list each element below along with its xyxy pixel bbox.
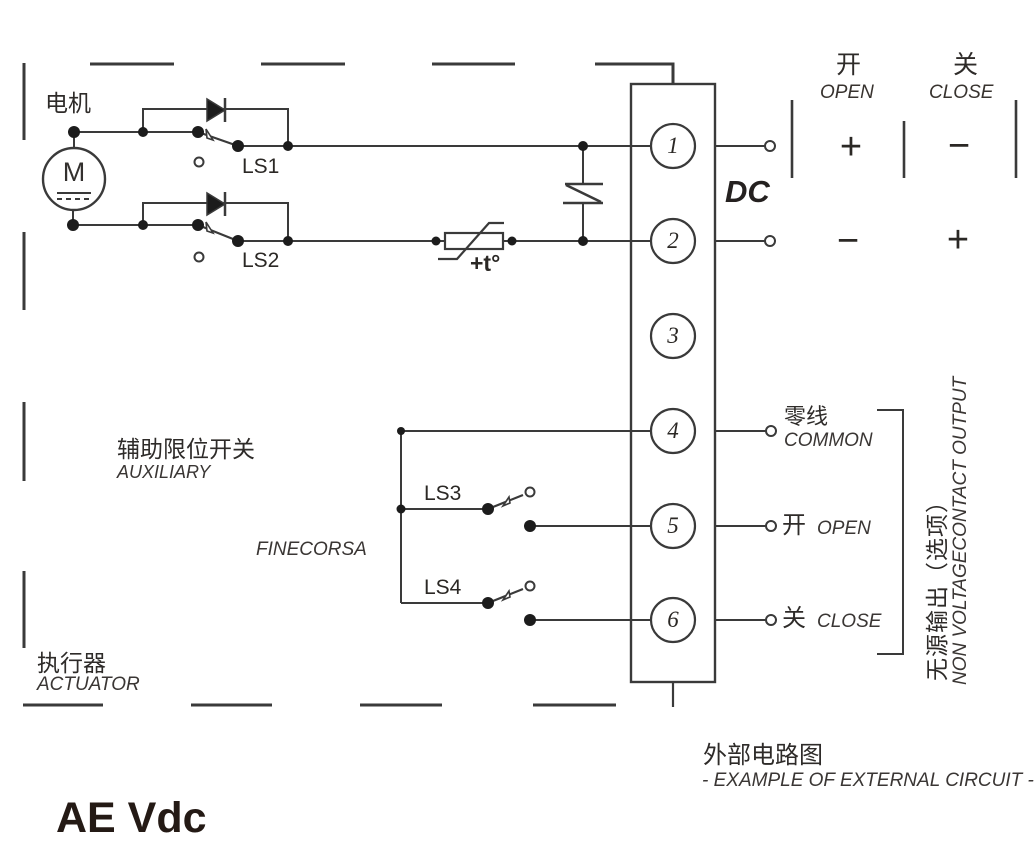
auxiliary-label-cn: 辅助限位开关 (117, 436, 255, 462)
output-open-cn: 开 (782, 512, 806, 539)
diagram-title: AE Vdc (56, 794, 207, 842)
polarity-line1-close: − (947, 125, 971, 167)
limit-switch-ls3 (487, 486, 536, 511)
header-close-en: CLOSE (929, 82, 994, 103)
diode-ls1 (142, 97, 289, 146)
terminal-block (629, 82, 717, 684)
external-output-wires (715, 140, 777, 626)
ls4-label: LS4 (424, 576, 462, 599)
footer-caption-en: - EXAMPLE OF EXTERNAL CIRCUIT - (702, 770, 1034, 791)
footer-caption-cn: 外部电路图 (703, 742, 823, 769)
header-open-cn: 开 (836, 51, 862, 79)
output-bracket (877, 409, 904, 655)
motor-label-cn: 电机 (45, 90, 91, 116)
diode-ls2 (142, 191, 289, 241)
thermistor-symbol (438, 221, 505, 261)
output-common-cn: 零线 (784, 404, 829, 429)
motor-letter: M (62, 157, 86, 187)
ls1-label: LS1 (242, 155, 280, 178)
terminal-5: 5 (667, 513, 679, 538)
thermistor-label: +t° (470, 250, 501, 276)
terminal-1: 1 (667, 133, 679, 158)
output-common-en: COMMON (784, 430, 873, 451)
polarity-line2-close: + (946, 219, 970, 261)
terminal-6: 6 (667, 607, 679, 632)
auxiliary-label-en: AUXILIARY (117, 462, 211, 482)
power-column-separators (790, 100, 1018, 178)
ls3-label: LS3 (424, 482, 462, 505)
header-open-en: OPEN (820, 82, 874, 103)
actuator-label-cn: 执行器 (37, 650, 106, 676)
header-close-cn: 关 (953, 51, 979, 79)
output-open-en: OPEN (817, 518, 871, 539)
motor-wires (73, 131, 198, 226)
enclosure-border (22, 62, 675, 707)
terminal-4: 4 (667, 418, 679, 443)
terminal-3: 3 (667, 323, 679, 348)
output-close-en: CLOSE (817, 611, 882, 632)
non-voltage-output-label-en: NON VOLTAGECONTACT OUTPUT (950, 376, 971, 685)
limit-switch-ls4 (487, 580, 536, 605)
surge-suppressor-symbol (563, 146, 603, 241)
dc-label: DC (725, 174, 770, 209)
actuator-label-en: ACTUATOR (37, 674, 140, 695)
output-close-cn: 关 (782, 605, 806, 632)
non-voltage-output-label-cn: 无源输出（选项） (924, 489, 950, 681)
terminal-2: 2 (667, 228, 679, 253)
finecorsa-label: FINECORSA (256, 539, 367, 560)
polarity-line1-open: + (839, 126, 863, 168)
junction-dots (67, 126, 588, 626)
polarity-line2-open: − (836, 220, 860, 262)
limit-switch-ls2 (193, 221, 651, 263)
ls2-label: LS2 (242, 249, 280, 272)
